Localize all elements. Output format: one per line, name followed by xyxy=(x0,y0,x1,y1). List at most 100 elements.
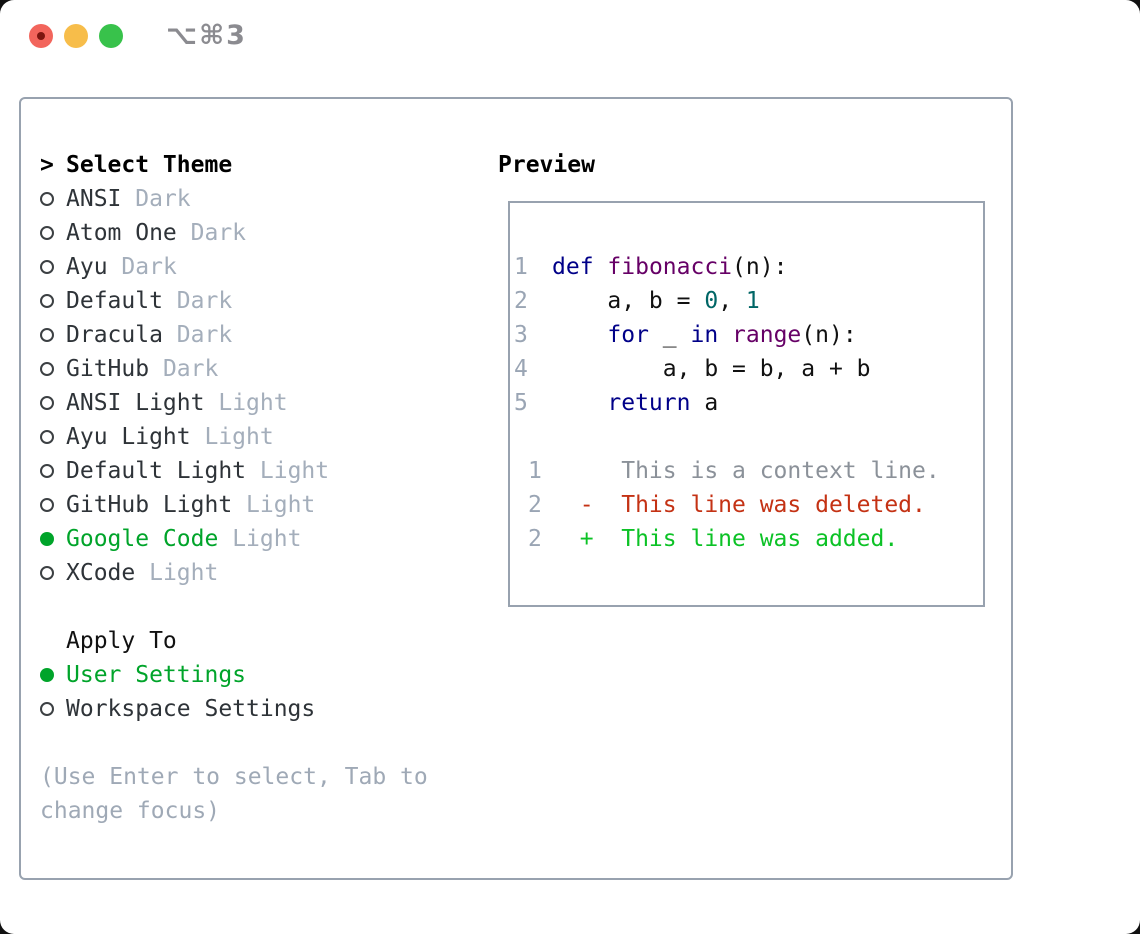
radio-unselected-icon xyxy=(40,294,54,308)
code-line: 4 a, b = b, a + b xyxy=(510,352,983,386)
gap xyxy=(149,356,163,382)
keyboard-hint-text: (Use Enter to select, Tab to xyxy=(40,764,428,790)
code-line: 2 a, b = 0, 1 xyxy=(510,284,983,318)
code-token-pln: , xyxy=(718,288,746,314)
code-token-kwd: in xyxy=(690,322,719,348)
maximize-button[interactable] xyxy=(99,24,123,48)
radio-unselected-icon xyxy=(40,192,54,206)
line-number: 2 xyxy=(514,288,528,314)
apply-option-label: Workspace Settings xyxy=(66,696,316,722)
theme-name: Default xyxy=(66,288,163,314)
theme-option-atom-one[interactable]: Atom One Dark xyxy=(40,216,428,250)
diff-text: This is a context line. xyxy=(552,458,940,484)
radio-cell xyxy=(40,566,66,580)
apply-to-title: Apply To xyxy=(66,628,177,654)
line-number: 1 xyxy=(528,458,542,484)
titlebar: ⌥⌘3 xyxy=(0,0,1140,97)
theme-name: GitHub xyxy=(66,356,150,382)
radio-cell xyxy=(40,464,66,478)
theme-variant: Dark xyxy=(162,356,219,382)
theme-name: GitHub Light xyxy=(66,492,233,518)
radio-unselected-icon xyxy=(40,260,54,274)
theme-option-github[interactable]: GitHub Dark xyxy=(40,352,428,386)
radio-cell xyxy=(40,532,66,546)
code-token-pln: a, b = b, a + b xyxy=(552,356,871,382)
gap xyxy=(121,186,135,212)
code-token-pln: a xyxy=(690,390,719,416)
theme-option-github-light[interactable]: GitHub Light Light xyxy=(40,488,428,522)
gap xyxy=(204,390,218,416)
gap xyxy=(163,322,177,348)
apply-option-user-settings[interactable]: User Settings xyxy=(40,658,428,692)
prompt-caret-icon: > xyxy=(40,152,54,178)
radio-cell xyxy=(40,192,66,206)
keyboard-hint-text: change focus) xyxy=(40,798,221,824)
theme-name: ANSI Light xyxy=(66,390,205,416)
radio-unselected-icon xyxy=(40,396,54,410)
theme-variant: Dark xyxy=(176,322,233,348)
radio-unselected-icon xyxy=(40,498,54,512)
theme-option-default[interactable]: Default Dark xyxy=(40,284,428,318)
radio-unselected-icon xyxy=(40,362,54,376)
theme-option-default-light[interactable]: Default Light Light xyxy=(40,454,428,488)
theme-name: Default Light xyxy=(66,458,247,484)
code-token-pln xyxy=(718,322,732,348)
code-token-lit: 1 xyxy=(745,288,760,314)
diff-text: - This line was deleted. xyxy=(552,492,926,518)
theme-name: Ayu Light xyxy=(66,424,191,450)
gap xyxy=(191,424,205,450)
code-token-pln: _ xyxy=(648,322,691,348)
theme-variant: Dark xyxy=(190,220,247,246)
apply-option-label: User Settings xyxy=(66,662,247,688)
minimize-button[interactable] xyxy=(64,24,88,48)
apply-option-workspace-settings[interactable]: Workspace Settings xyxy=(40,692,428,726)
theme-option-ansi-light[interactable]: ANSI Light Light xyxy=(40,386,428,420)
code-token-typ: fibonacci xyxy=(607,254,733,280)
gap xyxy=(135,560,149,586)
theme-option-ayu-light[interactable]: Ayu Light Light xyxy=(40,420,428,454)
close-button[interactable] xyxy=(29,24,53,48)
code-token-kwd: return xyxy=(607,390,691,416)
preview-title: Preview xyxy=(498,152,595,178)
radio-unselected-icon xyxy=(40,464,54,478)
radio-cell xyxy=(40,226,66,240)
theme-variant: Light xyxy=(259,458,330,484)
line-number: 5 xyxy=(514,390,528,416)
code-line: 5 return a xyxy=(510,386,983,420)
theme-variant: Light xyxy=(218,390,288,416)
theme-variant: Dark xyxy=(121,254,177,280)
gap xyxy=(246,458,260,484)
diff-line-add: 2 + This line was added. xyxy=(510,522,983,556)
code-token-kwd: for xyxy=(607,322,649,348)
code-line: 3 for _ in range(n): xyxy=(510,318,983,352)
theme-name: Ayu xyxy=(66,254,108,280)
gap xyxy=(177,220,191,246)
theme-option-ayu[interactable]: Ayu Dark xyxy=(40,250,428,284)
diff-line-del: 2 - This line was deleted. xyxy=(510,488,983,522)
apply-to-header: Apply To xyxy=(40,624,428,658)
line-number: 2 xyxy=(528,492,542,518)
theme-option-google-code[interactable]: Google Code Light xyxy=(40,522,428,556)
theme-option-dracula[interactable]: Dracula Dark xyxy=(40,318,428,352)
code-token-pln: (n): xyxy=(801,322,857,348)
traffic-lights xyxy=(29,24,123,48)
radio-cell xyxy=(40,328,66,342)
theme-option-xcode[interactable]: XCode Light xyxy=(40,556,428,590)
radio-cell xyxy=(40,396,66,410)
line-number: 2 xyxy=(528,526,542,552)
gap xyxy=(232,492,246,518)
theme-name: Google Code xyxy=(66,526,219,552)
code-token-pln xyxy=(552,390,607,416)
theme-variant: Light xyxy=(246,492,316,518)
gap xyxy=(218,526,232,552)
theme-name: Atom One xyxy=(66,220,177,246)
theme-name: Dracula xyxy=(66,322,163,348)
line-number: 1 xyxy=(514,254,528,280)
gap xyxy=(163,288,177,314)
theme-option-ansi[interactable]: ANSI Dark xyxy=(40,182,428,216)
code-token-pln xyxy=(552,322,607,348)
theme-variant: Light xyxy=(149,560,219,586)
radio-cell xyxy=(40,668,66,682)
